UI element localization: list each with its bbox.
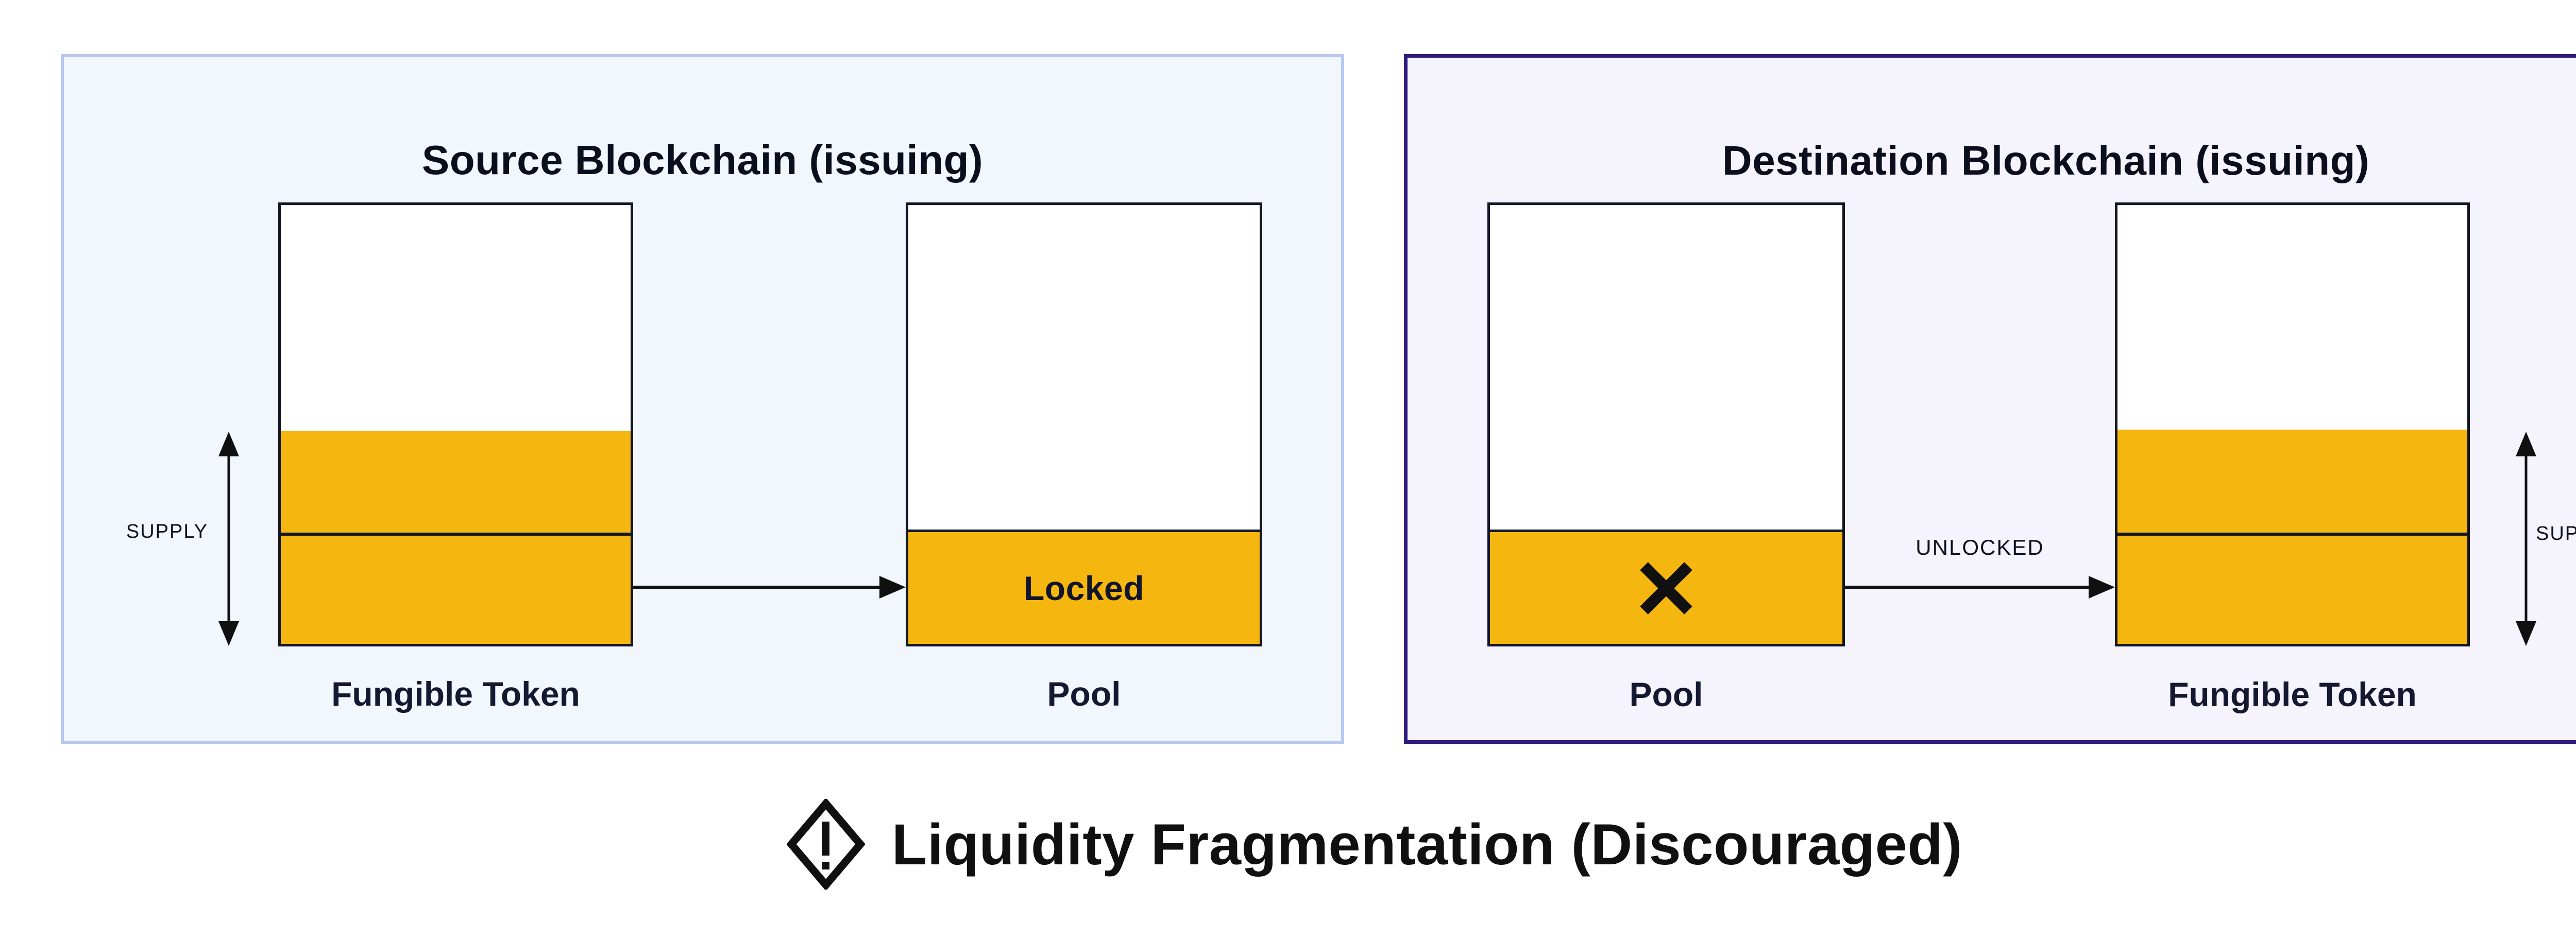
destination-supply-label: SUPPLY (2536, 523, 2576, 544)
supply-range-arrow-icon (2516, 432, 2536, 646)
destination-panel-title: Destination Blockchain (issuing) (1722, 138, 2370, 184)
empty-supply-segment (2117, 205, 2467, 430)
unlocked-label: UNLOCKED (1916, 535, 2044, 559)
source-pool-bar: Locked (906, 202, 1262, 646)
source-supply-label: SUPPLY (126, 521, 208, 542)
supply-segment-upper (2117, 430, 2467, 533)
source-pool-label: Pool (1047, 675, 1121, 713)
supply-segment-lower (281, 536, 631, 644)
caption: Liquidity Fragmentation (Discouraged) (0, 797, 2576, 891)
destination-pool-bar (1487, 202, 1845, 646)
locked-segment: Locked (908, 530, 1260, 644)
locked-label: Locked (1023, 569, 1145, 607)
segment-divider (2117, 533, 2467, 536)
empty-supply-segment (281, 205, 631, 431)
destination-fungible-token-bar (2115, 202, 2470, 646)
source-panel-title: Source Blockchain (issuing) (421, 137, 984, 183)
crossed-pool-segment (1490, 530, 1842, 644)
segment-divider (281, 533, 631, 536)
source-blockchain-panel: Source Blockchain (issuing) Locked SUPPL… (61, 54, 1344, 744)
caption-text: Liquidity Fragmentation (Discouraged) (891, 812, 1963, 877)
destination-pool-label: Pool (1629, 675, 1703, 713)
lock-transfer-arrow-icon (633, 576, 906, 599)
warning-diamond-exclamation-icon (786, 799, 865, 890)
empty-pool-segment (908, 205, 1260, 530)
source-fungible-token-label: Fungible Token (331, 675, 580, 713)
supply-range-arrow-icon (218, 432, 239, 646)
destination-blockchain-panel: Destination Blockchain (issuing) UNLOCKE… (1404, 54, 2576, 744)
empty-pool-segment (1490, 205, 1842, 530)
supply-segment-upper (281, 431, 631, 533)
destination-fungible-token-label: Fungible Token (2168, 675, 2417, 713)
source-fungible-token-bar (278, 202, 633, 646)
x-cross-icon (1640, 561, 1692, 615)
unlock-transfer-arrow-icon (1845, 576, 2115, 599)
supply-segment-lower (2117, 536, 2467, 644)
